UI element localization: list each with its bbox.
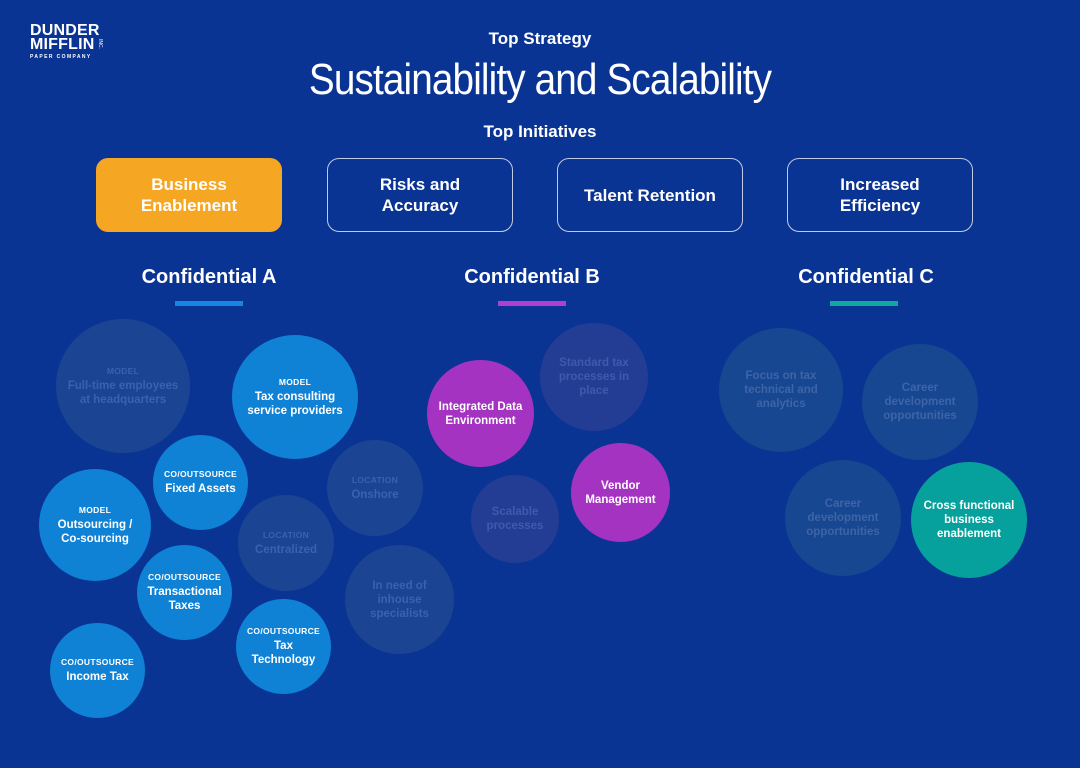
bubble-income-tax[interactable]: CO/OUTSOURCE Income Tax [50,623,145,718]
bubble-tax-consulting-service-providers[interactable]: MODEL Tax consulting service providers [232,335,358,459]
initiatives-heading: Top Initiatives [483,122,597,141]
strategy-title: Sustainability and Scalability [308,55,772,104]
group-b-underline [498,301,566,306]
bubble-text: Tax consulting service providers [247,390,343,417]
company-logo: DUNDER MIFFLIN PAPER COMPANY INC. [30,22,110,61]
group-title-a: Confidential A [141,266,277,288]
group-a-underline [175,301,243,306]
bubble-fixed-assets[interactable]: CO/OUTSOURCE Fixed Assets [153,435,248,530]
group-title-b: Confidential B [464,266,600,288]
bubble-text: Centralized [255,543,317,556]
bubble-integrated-data-environment[interactable]: Integrated Data Environment [427,360,534,467]
top-strategy-eyebrow: Top Strategy [488,29,592,48]
logo-line-3: PAPER COMPANY [30,54,92,60]
bubble-full-time-employees[interactable]: MODEL Full-time employees at headquarter… [56,319,190,453]
bubble-tag: MODEL [278,376,312,387]
bubble-text: In need of inhouse specialists [370,579,429,620]
initiative-card-risks-and-accuracy[interactable]: Risks and Accuracy [327,158,513,232]
bubble-centralized[interactable]: LOCATION Centralized [238,495,334,591]
bubble-standard-tax-processes[interactable]: Standard tax processes in place [540,323,648,431]
initiative-card-increased-efficiency[interactable]: Increased Efficiency [787,158,973,232]
bubble-vendor-management[interactable]: Vendor Management [571,443,670,542]
bubble-career-development-2[interactable]: Career development opportunities [785,460,901,576]
bubble-text: Onshore [351,488,399,501]
bubble-text: Fixed Assets [165,483,236,495]
bubble-text: Cross functional business enablement [923,500,1015,540]
bubble-tag: MODEL [78,504,112,515]
bubble-scalable-processes[interactable]: Scalable processes [471,475,559,563]
bubble-focus-on-tax-technical[interactable]: Focus on tax technical and analytics [719,328,843,452]
bubble-text: Scalable processes [486,506,544,532]
bubble-tag: CO/OUTSOURCE [147,572,222,582]
bubble-tag: CO/OUTSOURCE [163,469,238,479]
bubble-tag: MODEL [106,365,140,376]
bubble-tag: LOCATION [262,529,310,540]
logo-line-1: DUNDER [30,22,100,39]
logo-line-2: MIFFLIN [30,36,95,53]
bubble-onshore[interactable]: LOCATION Onshore [327,440,423,536]
bubble-tax-technology[interactable]: CO/OUTSOURCE Tax Technology [236,599,331,694]
bubble-text: Vendor Management [585,479,656,506]
bubble-cross-functional-business-enablement[interactable]: Cross functional business enablement [911,462,1027,578]
bubble-transactional-taxes[interactable]: CO/OUTSOURCE Transactional Taxes [137,545,232,640]
bubble-text: Focus on tax technical and analytics [744,370,818,410]
bubble-text: Career development opportunities [883,382,957,422]
group-title-c: Confidential C [798,266,934,288]
bubble-tag: LOCATION [351,474,399,485]
bubble-text: Outsourcing / Co-sourcing [57,518,133,545]
bubble-text: Standard tax processes in place [558,357,630,397]
bubble-text: Income Tax [66,671,129,683]
bubble-text: Integrated Data Environment [438,400,523,427]
bubble-tag: CO/OUTSOURCE [246,626,321,636]
bubble-tag: CO/OUTSOURCE [60,657,135,667]
bubble-in-need-of-inhouse-specialists[interactable]: In need of inhouse specialists [345,545,454,654]
bubble-text: Full-time employees at headquarters [67,379,179,406]
group-c-underline [830,301,898,306]
bubble-text: Career development opportunities [806,498,880,538]
initiative-card-business-enablement[interactable]: Business Enablement [96,158,282,232]
initiative-card-talent-retention[interactable]: Talent Retention [557,158,743,232]
bubble-career-development-1[interactable]: Career development opportunities [862,344,978,460]
bubble-text: Transactional Taxes [147,586,222,612]
bubble-outsourcing-co-sourcing[interactable]: MODEL Outsourcing / Co-sourcing [39,469,151,581]
bubble-text: Tax Technology [251,640,316,666]
